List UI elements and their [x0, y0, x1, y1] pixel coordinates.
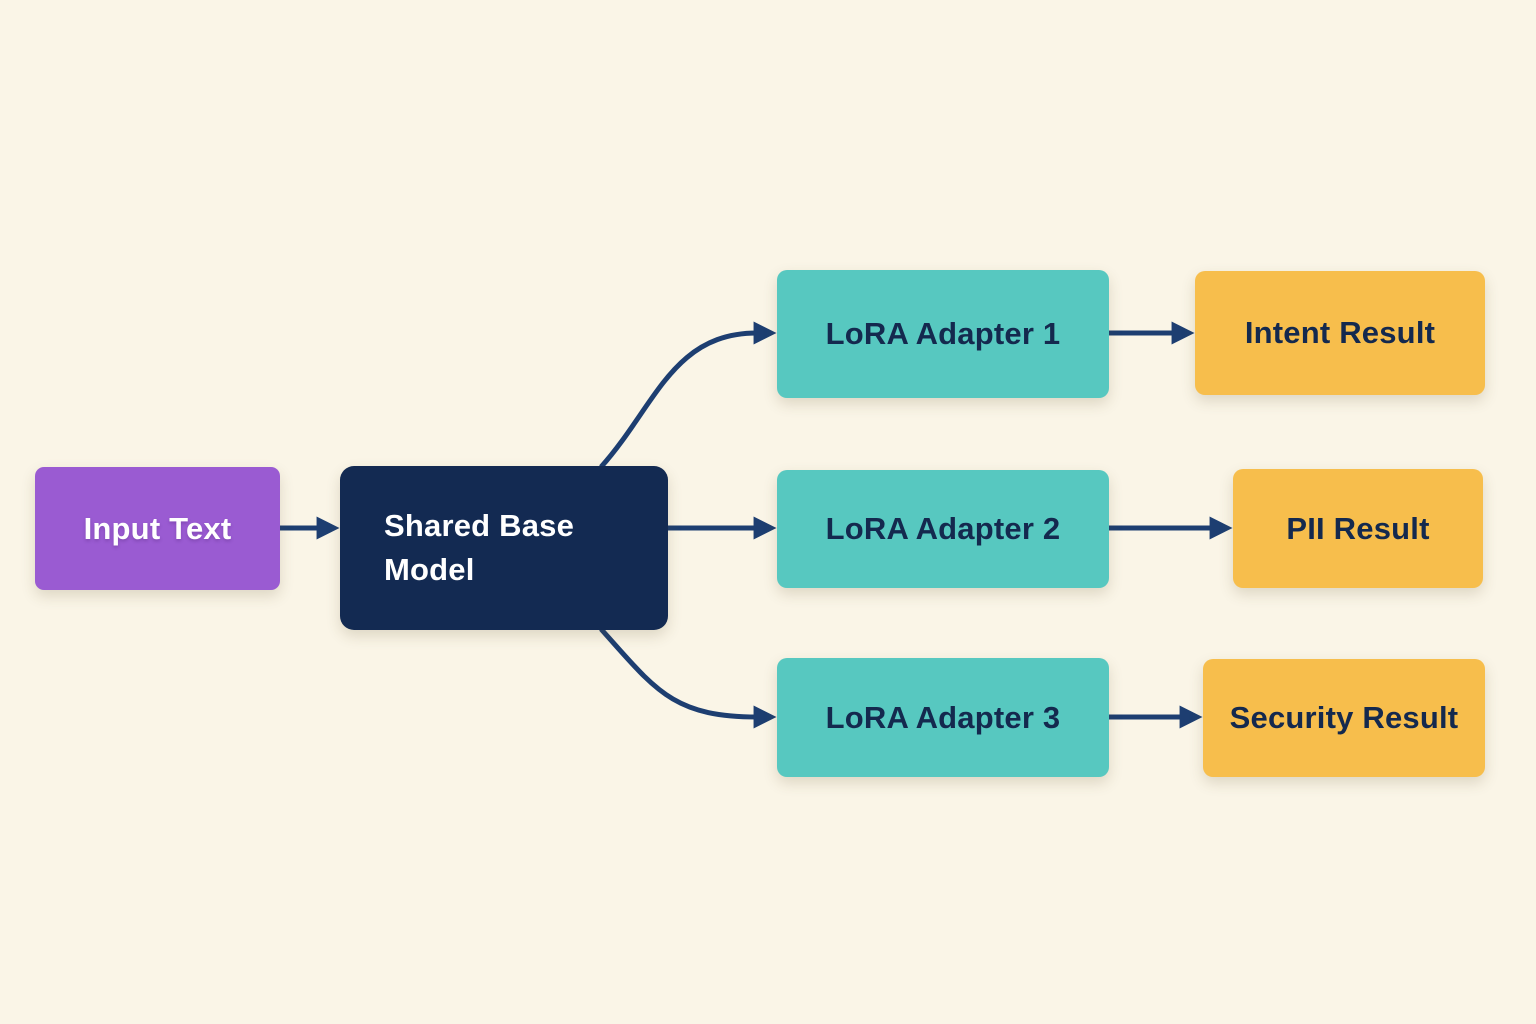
node-intent-result-label: Intent Result: [1244, 315, 1436, 350]
edge-base-to-adapter1: [599, 321, 777, 469]
node-shared-base-model-label: Shared Base Model: [384, 507, 575, 587]
node-security-result: Security Result: [1203, 659, 1485, 777]
node-lora-adapter-3-label: LoRA Adapter 3: [825, 699, 1061, 735]
node-pii-result: PII Result: [1233, 469, 1483, 588]
edge-base-to-adapter3: [599, 627, 777, 729]
node-shared-base-model: Shared Base Model: [340, 466, 668, 630]
node-intent-result: Intent Result: [1195, 271, 1485, 395]
node-lora-adapter-1: LoRA Adapter 1: [777, 270, 1109, 398]
node-input-text: Input Text: [35, 467, 280, 590]
node-lora-adapter-2-label: LoRA Adapter 2: [825, 511, 1061, 546]
node-security-result-label: Security Result: [1229, 700, 1459, 735]
node-lora-adapter-3: LoRA Adapter 3: [777, 658, 1109, 777]
node-input-text-label: Input Text: [83, 510, 232, 546]
node-pii-result-label: PII Result: [1286, 510, 1430, 546]
node-lora-adapter-1-label: LoRA Adapter 1: [825, 316, 1061, 351]
node-lora-adapter-2: LoRA Adapter 2: [777, 470, 1109, 588]
